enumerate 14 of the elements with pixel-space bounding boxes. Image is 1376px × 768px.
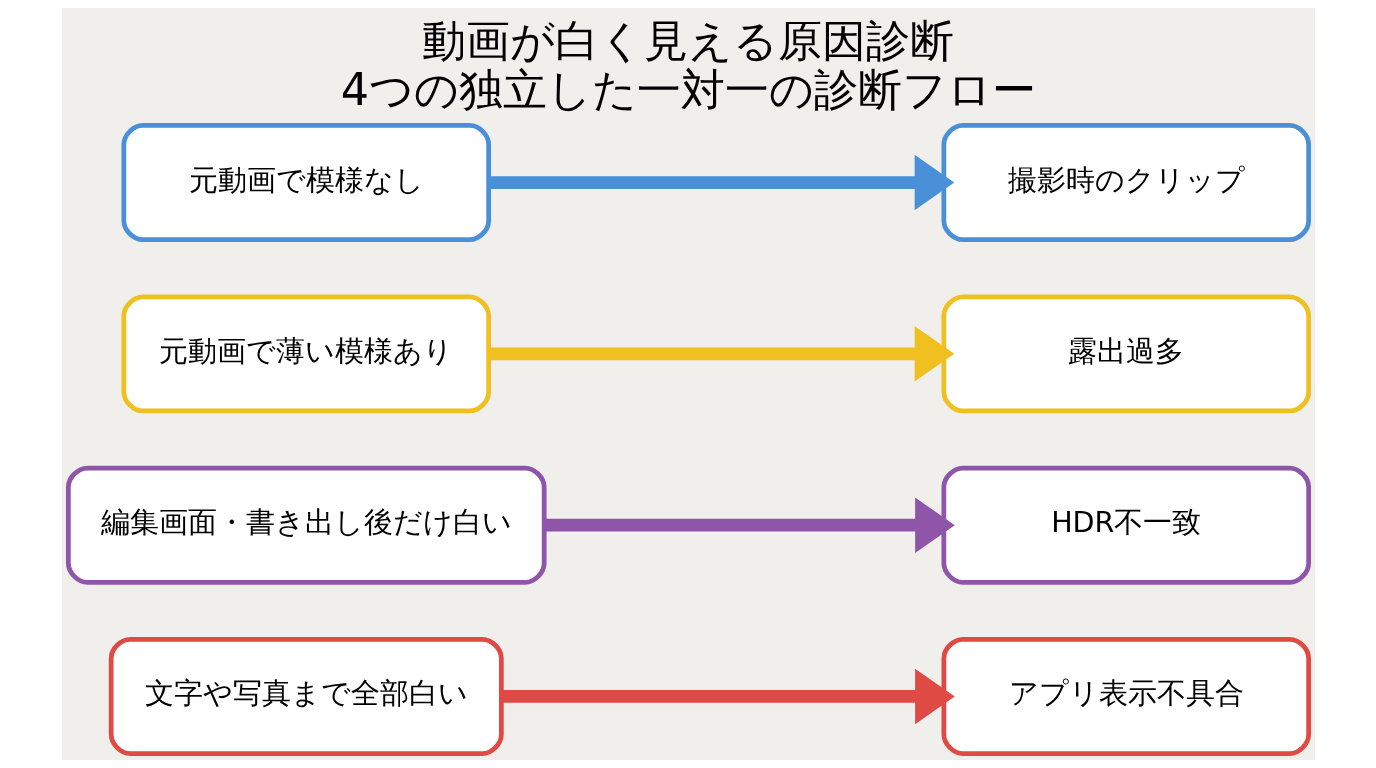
node-box: 元動画で薄い模様あり <box>121 294 491 414</box>
arrow <box>488 154 954 211</box>
node-box: アプリ表示不具合 <box>941 637 1311 756</box>
node-box: HDR不一致 <box>941 465 1311 585</box>
node-box: 撮影時のクリップ <box>941 123 1311 243</box>
caption: 4つの独立した一対一の診断フロー <box>340 64 1036 116</box>
node-box: 元動画で模様なし <box>121 123 491 243</box>
node-box: 編集画面・書き出し後だけ白い <box>65 465 547 585</box>
arrow <box>544 497 955 553</box>
arrow <box>500 668 955 725</box>
node-box: 露出過多 <box>941 294 1311 414</box>
node-box: 文字や写真まで全部白い <box>108 637 504 756</box>
diagram-title: 動画が白く見える原因診断 <box>422 15 954 67</box>
arrow <box>488 326 954 382</box>
